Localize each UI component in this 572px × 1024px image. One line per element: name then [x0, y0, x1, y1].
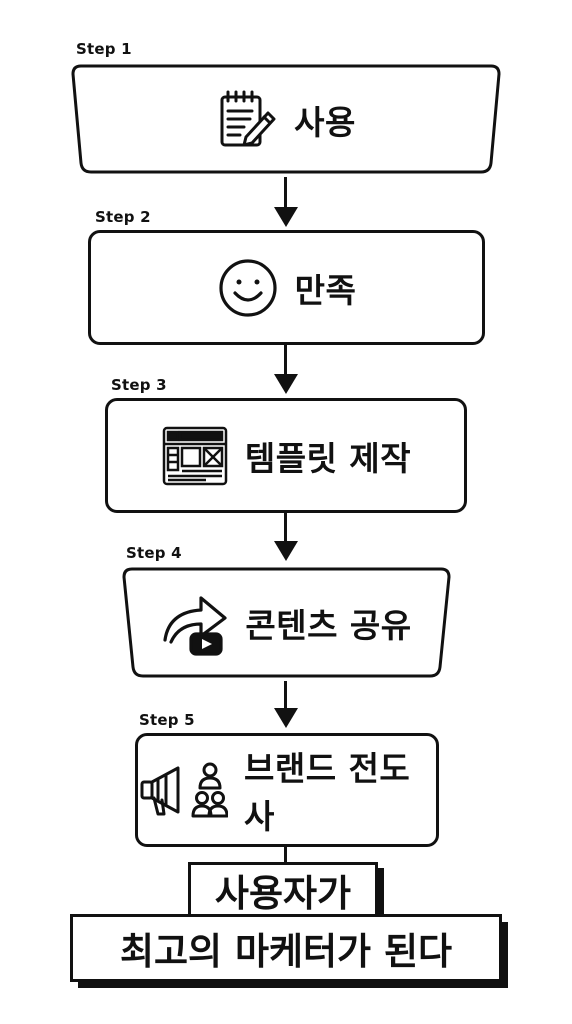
step-3-title: 템플릿 제작 [244, 438, 412, 478]
step-3-label: Step 3 [111, 376, 167, 394]
step-5-box: 브랜드 전도사 [135, 733, 439, 847]
step-1-box-outline [71, 64, 501, 174]
step-3-box: 템플릿 제작 [105, 398, 467, 513]
share-video-icon [161, 590, 229, 656]
step-5-label: Step 5 [139, 711, 195, 729]
connector-5 [284, 847, 287, 865]
step-4-label: Step 4 [126, 544, 182, 562]
smiley-face-icon [217, 257, 279, 319]
step-4-title: 콘텐츠 공유 [245, 606, 412, 645]
step-1-label: Step 1 [76, 40, 132, 58]
conclusion-line1: 사용자가 [188, 862, 378, 918]
step-1-box: 사용 [68, 62, 504, 177]
step-2-box: 만족 [88, 230, 485, 345]
arrow-2-icon [274, 374, 298, 394]
connector-1 [284, 177, 287, 207]
connector-3 [284, 513, 287, 543]
megaphone-people-icon [138, 758, 228, 822]
arrow-1-icon [274, 207, 298, 227]
step-5-title: 브랜드 전도사 [244, 749, 411, 836]
notepad-pencil-icon [216, 89, 278, 151]
step-4-box: 콘텐츠 공유 [120, 565, 453, 681]
arrow-4-icon [274, 708, 298, 728]
connector-4 [284, 681, 287, 710]
arrow-3-icon [274, 541, 298, 561]
connector-2 [284, 345, 287, 375]
conclusion-line2: 최고의 마케터가 된다 [70, 914, 502, 982]
step-2-title: 만족 [294, 270, 357, 310]
step-2-label: Step 2 [95, 208, 151, 226]
template-layout-icon [161, 425, 229, 487]
step-1-title: 사용 [294, 102, 356, 142]
